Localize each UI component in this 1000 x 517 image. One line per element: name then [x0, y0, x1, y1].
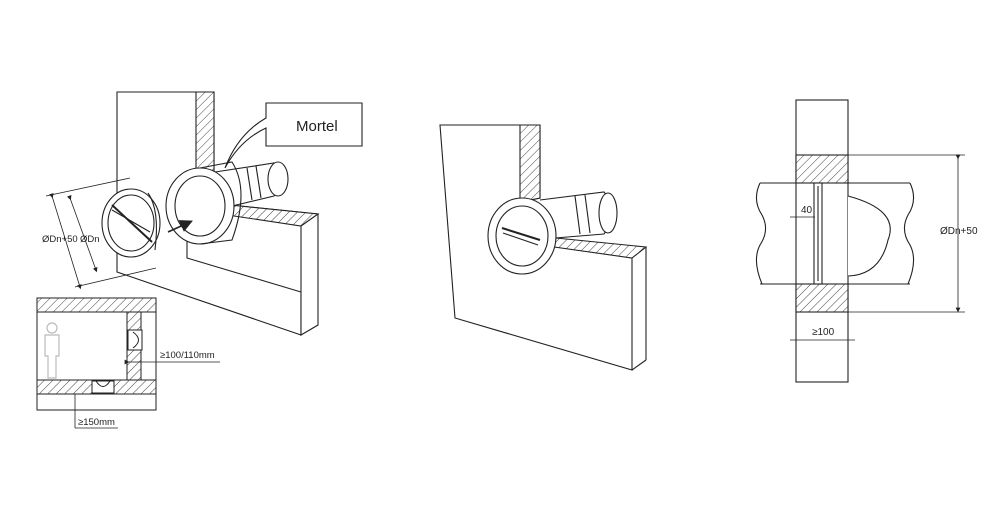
floor-clearance-label: ≥150mm — [78, 417, 115, 428]
mortel-callout — [224, 102, 363, 169]
left-installation-view — [45, 91, 363, 336]
wall-thickness-label: ≥100 — [812, 327, 835, 338]
wall-hatch-lower — [795, 283, 849, 313]
outer-dia-label: ØDn+50 — [42, 234, 78, 245]
wall-hatch-upper — [795, 154, 849, 184]
right-section-view — [755, 99, 965, 383]
section-dia-label: ØDn+50 — [940, 226, 978, 237]
blade-gap-label: 40 — [801, 205, 813, 216]
ceiling-hatch — [36, 297, 157, 313]
arrow-icon — [167, 220, 193, 233]
room-section-inset — [36, 297, 220, 429]
person-icon — [44, 322, 60, 379]
wall-hatch-mid — [519, 124, 541, 203]
inner-dia-label: ØDn — [80, 234, 100, 245]
middle-installed-view — [439, 124, 648, 371]
mortel-label: Mortel — [296, 118, 338, 135]
wall-clearance-label: ≥100/110mm — [160, 350, 215, 361]
wall-hatch-top — [195, 91, 215, 177]
